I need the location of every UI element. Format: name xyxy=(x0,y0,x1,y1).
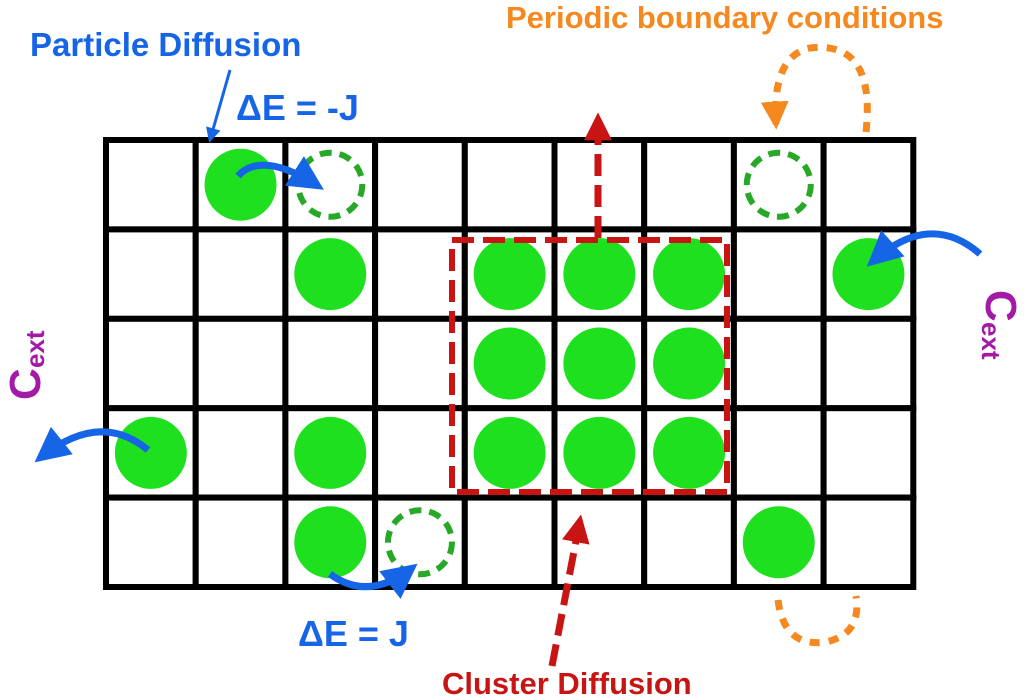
lattice-cell xyxy=(372,226,468,322)
lattice-cell xyxy=(461,494,558,591)
cluster-diffusion-label: Cluster Diffusion xyxy=(442,666,692,698)
particle xyxy=(294,416,367,489)
delta-e-plus-label: ΔE = J xyxy=(298,613,409,654)
lattice-cell xyxy=(103,226,199,322)
lattice-cell xyxy=(192,226,289,322)
vacancy-site xyxy=(384,507,455,578)
cluster-label-arrow xyxy=(548,514,590,667)
particle-diffusion-pointer xyxy=(206,69,232,143)
particle xyxy=(563,238,636,311)
particle xyxy=(204,148,277,221)
c-ext-left-sub: ext xyxy=(20,330,50,368)
delta-e-minus-label: ΔE = -J xyxy=(236,87,359,128)
exit-arrow-left xyxy=(34,426,151,463)
particle xyxy=(114,416,187,489)
vacancy-site xyxy=(743,149,814,220)
periodic-boundary-label: Periodic boundary conditions xyxy=(506,0,943,35)
lattice-cell xyxy=(103,315,199,412)
particle xyxy=(473,327,546,400)
lattice-cell xyxy=(103,137,199,233)
lattice-cell xyxy=(192,405,289,501)
enter-arrow-right xyxy=(866,230,983,267)
lattice-cell xyxy=(103,494,199,591)
lattice-cell xyxy=(820,405,917,501)
particle xyxy=(473,416,546,489)
c-ext-right-sub: ext xyxy=(976,322,1006,360)
lattice-cell xyxy=(551,137,648,233)
lattice-cell xyxy=(282,315,379,412)
particle xyxy=(653,327,726,400)
lattice-cell xyxy=(192,315,289,412)
c-ext-left-label: C ext xyxy=(1,330,50,400)
particle xyxy=(653,416,726,489)
particle xyxy=(294,506,367,579)
particle xyxy=(294,238,367,311)
lattice-cell xyxy=(730,405,827,501)
particle xyxy=(653,238,726,311)
cluster-box xyxy=(449,237,730,495)
lattice-cell xyxy=(730,226,827,322)
c-ext-right-label: C ext xyxy=(976,290,1025,360)
lattice-cell xyxy=(372,137,468,233)
particle xyxy=(742,506,815,579)
periodic-arrow-top xyxy=(760,43,871,133)
lattice-cell xyxy=(820,137,917,233)
c-ext-right-main: C xyxy=(976,290,1025,322)
c-ext-left-main: C xyxy=(1,368,50,400)
lattice-cell xyxy=(820,494,917,591)
periodic-arrow-bottom xyxy=(774,595,861,647)
lattice-cell xyxy=(730,315,827,412)
lattice-cell xyxy=(820,315,917,412)
hop-arrow-bottom xyxy=(327,563,418,599)
lattice-cell xyxy=(192,494,289,591)
hop-arrow-top xyxy=(235,156,324,190)
lattice-cell xyxy=(641,137,737,233)
lattice-cell xyxy=(641,494,737,591)
particle-diffusion-label: Particle Diffusion xyxy=(30,26,301,63)
particle xyxy=(563,327,636,400)
lattice-cell xyxy=(461,137,558,233)
particle xyxy=(473,238,546,311)
particle xyxy=(563,416,636,489)
